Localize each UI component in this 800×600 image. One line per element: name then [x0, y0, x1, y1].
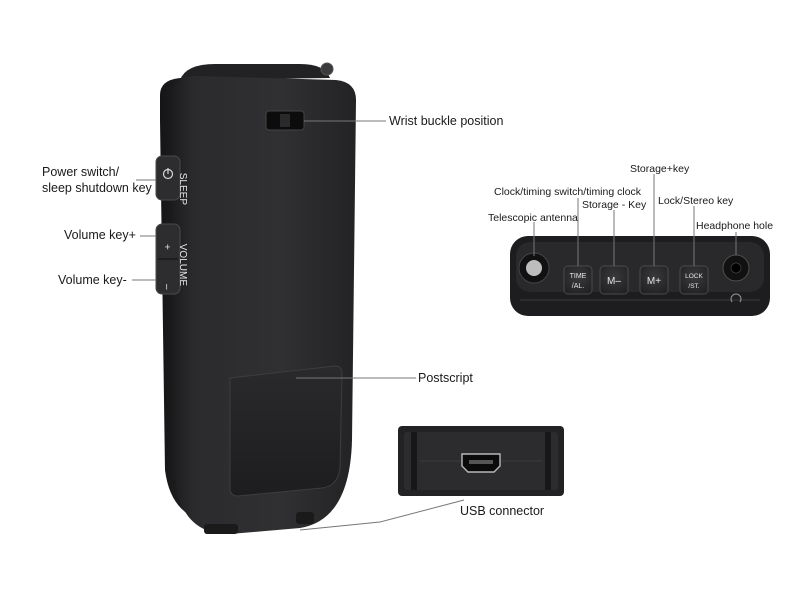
- label-clock-timing: Clock/timing switch/timing clock: [494, 186, 642, 198]
- top-leader-lines: [533, 174, 737, 266]
- top-edge: [180, 64, 330, 80]
- top-panel-view: TIME /AL. M– M+ LOCK /ST.: [510, 236, 770, 316]
- m-minus-print: M–: [607, 276, 621, 287]
- usb-closeup: [398, 426, 564, 496]
- label-usb-connector: USB connector: [460, 504, 545, 518]
- bottom-foot-right: [296, 512, 314, 524]
- back-cover-panel: [229, 365, 343, 497]
- st-key-print: /ST.: [688, 283, 699, 290]
- lock-key-print: LOCK: [685, 273, 703, 280]
- label-volume-down: Volume key-: [58, 273, 127, 287]
- label-wrist-buckle: Wrist buckle position: [389, 114, 504, 128]
- label-postscript: Postscript: [418, 371, 473, 385]
- m-plus-print: M+: [647, 276, 661, 287]
- antenna-tip: [320, 62, 334, 76]
- label-telescopic-antenna: Telescopic antenna: [488, 212, 578, 224]
- wrist-buckle-bar: [280, 114, 290, 127]
- leader-lines: [132, 120, 465, 531]
- headphone-icon: [730, 293, 742, 303]
- label-volume-up: Volume key+: [64, 228, 136, 242]
- label-power-switch-line2: sleep shutdown key: [42, 181, 152, 195]
- label-headphone-hole: Headphone hole: [696, 220, 774, 232]
- label-storage-plus: Storage+key: [630, 163, 690, 175]
- sleep-print: SLEEP: [177, 173, 188, 206]
- label-lock-stereo: Lock/Stereo key: [658, 195, 734, 207]
- label-storage-minus: Storage - Key: [582, 199, 647, 211]
- al-key-print: /AL.: [572, 283, 585, 290]
- label-power-switch-line1: Power switch/: [42, 165, 120, 179]
- antenna-knob: [526, 260, 542, 276]
- volume-plus-print: +: [161, 244, 172, 250]
- volume-minus-print: –: [161, 284, 172, 290]
- time-key-print: TIME: [570, 273, 587, 280]
- bottom-foot-left: [204, 524, 238, 534]
- volume-print: VOLUME: [177, 244, 188, 287]
- radio-device-back: SLEEP VOLUME + –: [155, 62, 356, 535]
